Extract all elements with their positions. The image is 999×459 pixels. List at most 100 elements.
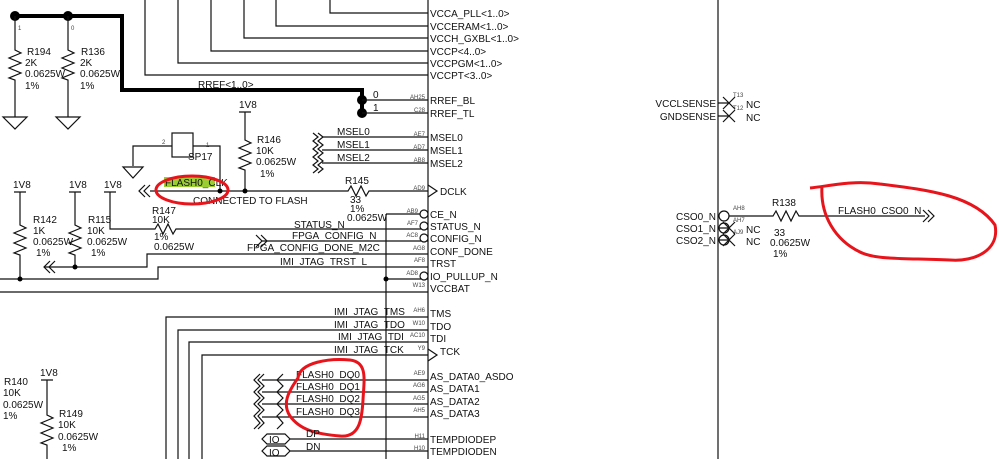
ref: R142 xyxy=(33,215,57,226)
power-label-1v8: 1V8 xyxy=(104,180,122,191)
net-label: MSEL0 xyxy=(337,127,370,138)
ref: R138 xyxy=(772,198,796,209)
pin-name: VCCH_GXBL<1..0> xyxy=(430,34,519,45)
r140-r149-labels: R140 10K 0.0625W 1% 1V8 R149 10K 0.0625W… xyxy=(3,368,99,454)
pin-name: TDO xyxy=(430,322,451,333)
pin-name: TEMPDIODEP xyxy=(430,435,496,446)
flash-dq-wires xyxy=(262,379,428,418)
pin-name: CSO1_N xyxy=(676,224,716,235)
net-label: DP xyxy=(306,429,320,440)
pin-number: AH5 xyxy=(413,408,425,414)
value: 10K xyxy=(152,215,170,226)
note-connected-to-flash: CONNECTED TO FLASH xyxy=(193,196,308,207)
red-annotation-circle xyxy=(284,358,366,438)
red-annotation-circle xyxy=(154,174,230,206)
pin-name: TMS xyxy=(430,309,451,320)
junction-dot xyxy=(217,188,223,194)
power: 0.0625W xyxy=(3,400,44,411)
ground-icon xyxy=(121,166,145,179)
pin-name: AS_DATA0_ASDO xyxy=(430,372,514,383)
pin-number: AF7 xyxy=(407,221,419,227)
offpage-connector-icon xyxy=(922,209,935,223)
pin-number: C28 xyxy=(414,108,426,114)
pin-name: TRST xyxy=(430,259,456,270)
net-label: IMI_JTAG_TDO xyxy=(334,320,405,331)
pin-number: AE7 xyxy=(414,132,426,138)
pin-number: AC8 xyxy=(406,233,418,239)
pin-name: GNDSENSE xyxy=(660,112,716,123)
pin-number: W10 xyxy=(413,321,426,327)
tol: 1% xyxy=(62,443,77,454)
pin-name: VCCPT<3..0> xyxy=(430,71,492,82)
offpage-connector-icon xyxy=(255,234,268,248)
cso-wire xyxy=(729,209,925,223)
value: 10K xyxy=(256,146,274,157)
power-label-1v8: 1V8 xyxy=(69,180,87,191)
net-label-flash0-clk: FLASH0_CLK xyxy=(165,178,228,189)
pin-name: VCCPGM<1..0> xyxy=(430,59,502,70)
pin-number: AE9 xyxy=(414,371,426,377)
r146-labels: R146 10K 0.0625W 1% xyxy=(256,135,297,180)
bus-bit-label: 1 xyxy=(373,103,379,114)
net-label: MSEL1 xyxy=(337,140,370,151)
red-annotation-circle xyxy=(809,181,998,262)
pin-number: Y9 xyxy=(418,346,426,352)
net-label: DN xyxy=(306,442,320,453)
pin-name: CE_N xyxy=(430,210,457,221)
r145-labels: R145 33 1% 0.0625W xyxy=(345,176,388,224)
pin-name: AS_DATA3 xyxy=(430,409,480,420)
net-label: IMI_JTAG_TMS xyxy=(334,307,405,318)
pin-name: CONF_DONE xyxy=(430,247,493,258)
pin-name: VCCP<4..0> xyxy=(430,47,486,58)
value: 1K xyxy=(33,226,46,237)
ref: R194 xyxy=(27,47,51,58)
r138-labels: R138 33 0.0625W 1% xyxy=(770,198,811,260)
msel-wires xyxy=(322,136,428,164)
no-connect-icon xyxy=(718,221,736,235)
junction-dot xyxy=(242,188,248,194)
ref: R136 xyxy=(81,47,105,58)
pin-name: TEMPDIODEN xyxy=(430,447,497,458)
pin-number: H11 xyxy=(414,434,425,440)
clock-pin-icon xyxy=(427,184,439,198)
tol: 1% xyxy=(350,204,365,215)
sp17-ref: SP17 xyxy=(188,152,213,163)
resistor-r146 xyxy=(237,111,253,191)
pin-name: DCLK xyxy=(440,187,467,198)
pin-number: AH6 xyxy=(413,308,425,314)
nc-label: NC xyxy=(746,100,760,111)
pin-number: T12 xyxy=(733,106,744,112)
pin-name: IO_PULLUP_N xyxy=(430,272,498,283)
power: 0.0625W xyxy=(256,157,297,168)
config-done-wire xyxy=(44,253,428,268)
tol: 1% xyxy=(91,248,106,259)
sp17-wires xyxy=(132,145,221,191)
ref: R147 xyxy=(152,206,176,217)
pin-number: AF8 xyxy=(414,258,426,264)
ref: R115 xyxy=(88,215,112,226)
tempdiode-wires xyxy=(290,438,428,452)
io-tag-label: IO xyxy=(269,448,280,459)
value: 33 xyxy=(774,228,786,239)
resistor-r194-r136 xyxy=(7,16,76,117)
power: 0.0625W xyxy=(80,69,121,80)
power-label-1v8: 1V8 xyxy=(40,368,58,379)
pin-number: AB9 xyxy=(407,209,419,215)
fpga-left-pins: VCCA_PLL<1..0>VCCERAM<1..0>VCCH_GXBL<1..… xyxy=(406,9,519,458)
net-highlight xyxy=(164,177,215,187)
pin-name: TCK xyxy=(440,347,460,358)
pin-name: VCCA_PLL<1..0> xyxy=(430,9,510,20)
r142-r115-r147-labels: R142 1K 0.0625W 1% R115 10K 0.0625W 1% R… xyxy=(33,206,195,259)
net-label: MSEL2 xyxy=(337,153,370,164)
dclk-wire xyxy=(150,184,428,198)
tol: 1% xyxy=(260,169,275,180)
r194-labels: R194 2K 0.0625W 1% R136 2K 0.0625W 1% xyxy=(25,47,121,92)
offpage-connector-icon xyxy=(253,373,284,430)
no-connect-icon xyxy=(718,233,736,247)
power: 0.0625W xyxy=(58,432,99,443)
pin-name: CSO0_N xyxy=(676,212,716,223)
junction-dot xyxy=(17,276,23,282)
pin-name: RREF_TL xyxy=(430,109,475,120)
offpage-connector-icon xyxy=(312,132,324,174)
